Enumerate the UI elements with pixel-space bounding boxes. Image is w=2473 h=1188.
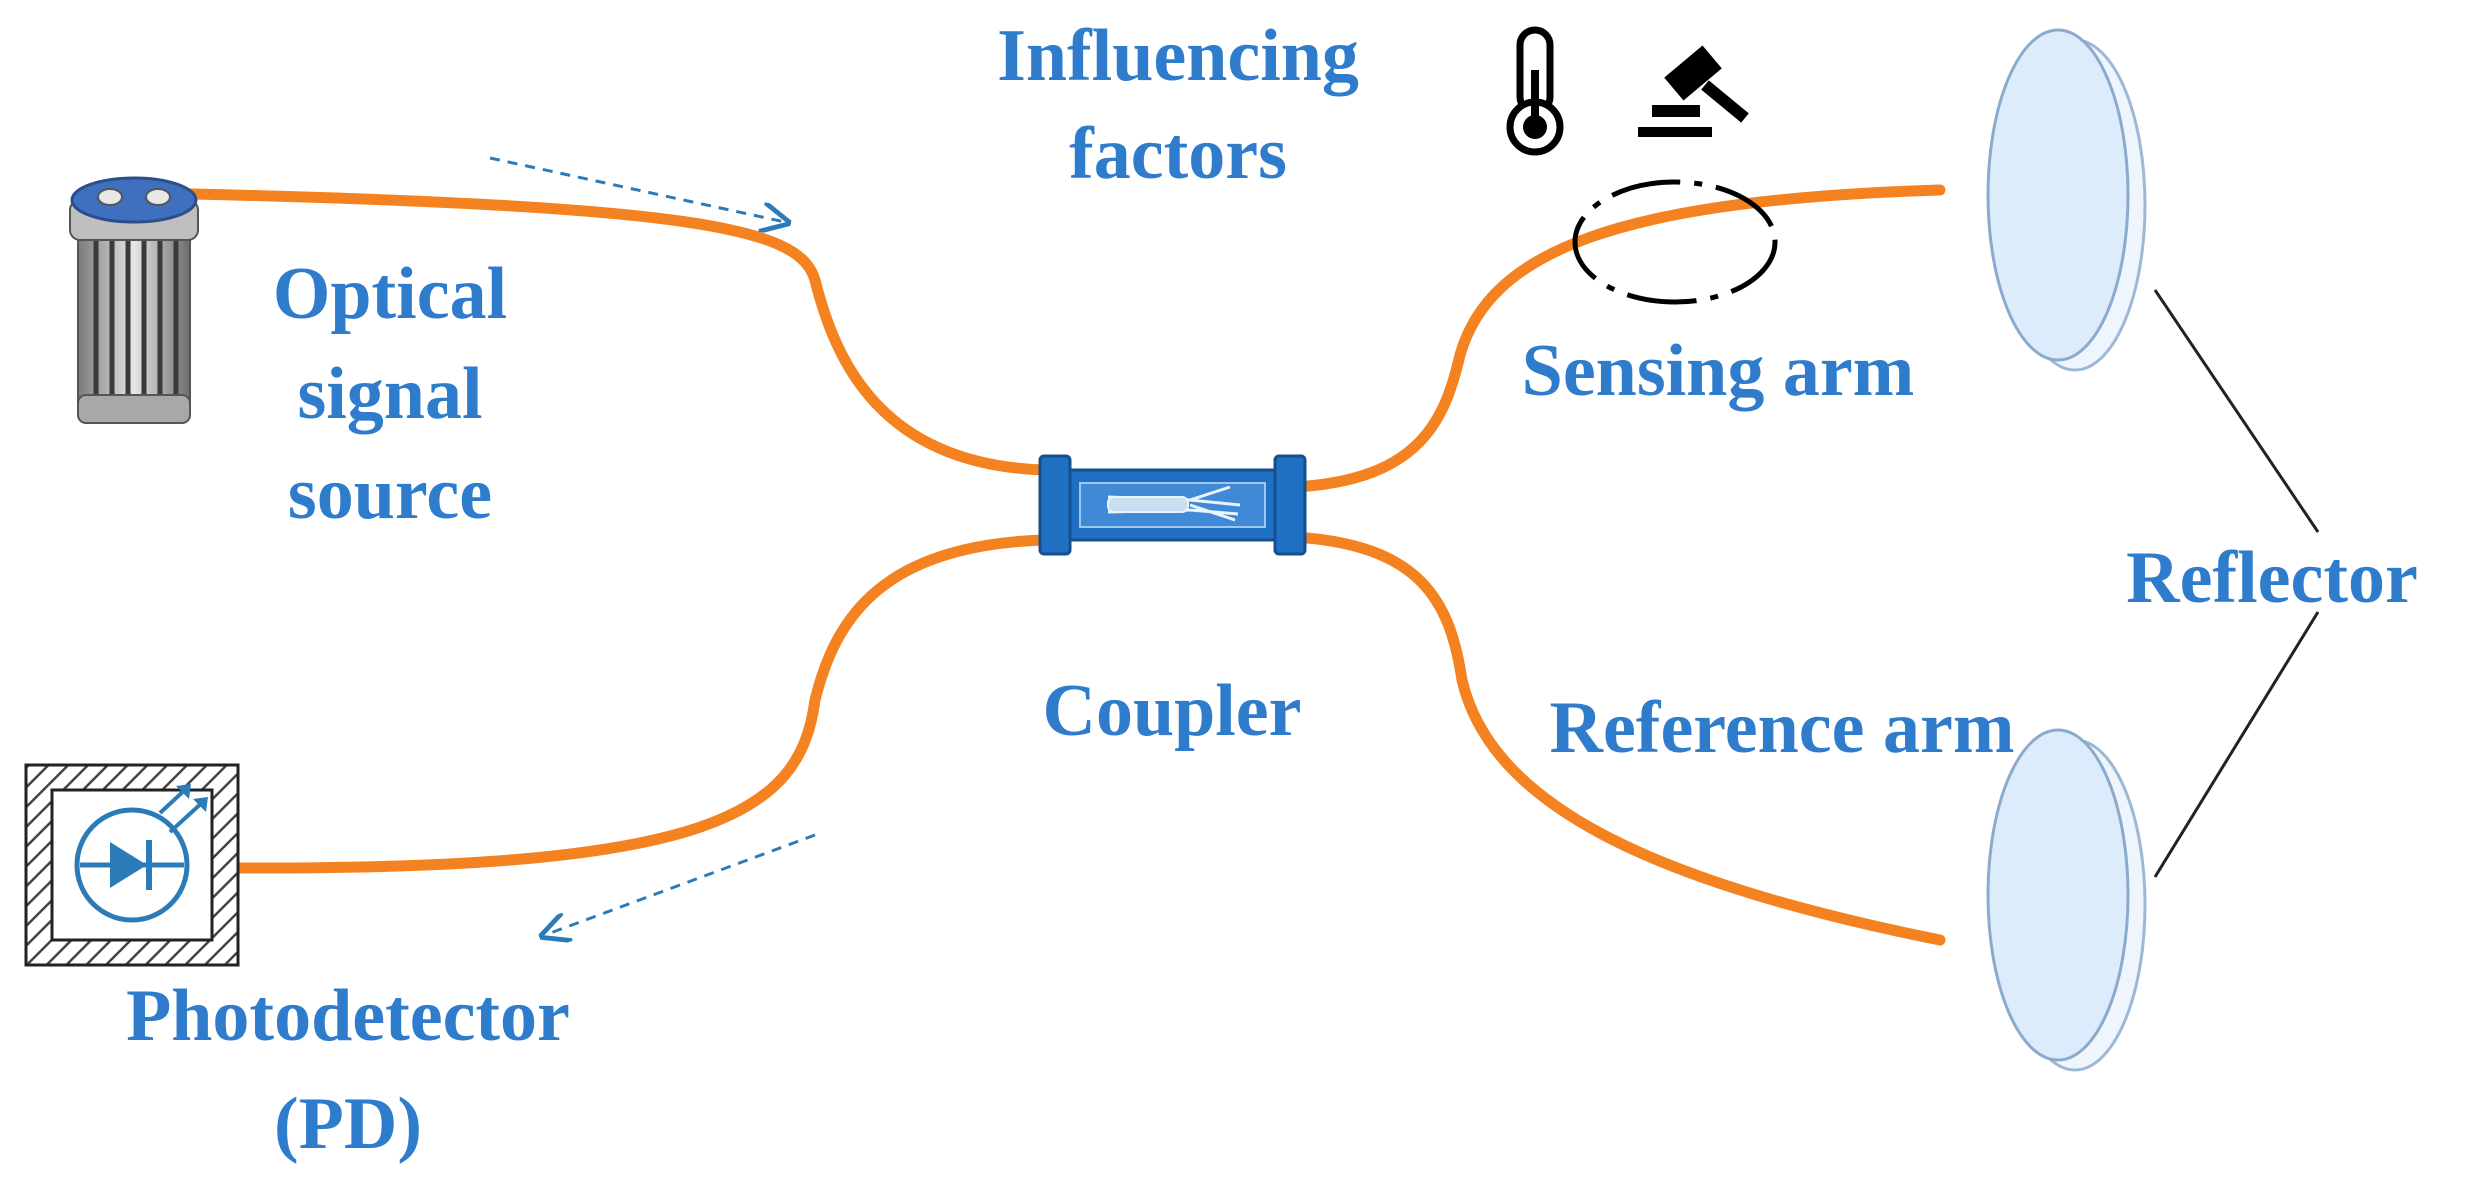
reflector-pointer-lines <box>2153 289 2320 878</box>
sensing-arm-fiber <box>1289 184 1946 493</box>
optical-source-label-line2: signal <box>297 353 482 435</box>
input-fiber <box>144 187 1051 476</box>
influencing-factors-label-line1: Influencing <box>997 15 1359 97</box>
mirror-icon <box>1986 28 2147 372</box>
thermometer-icon <box>1506 26 1564 156</box>
reference-arm-label: Reference arm <box>1550 687 2015 769</box>
mirror-icon <box>1986 728 2147 1072</box>
input-direction-arrow <box>489 156 785 222</box>
light-source-icon <box>69 176 199 424</box>
optical-source-label-line1: Optical <box>273 253 507 335</box>
reflector-label: Reflector <box>2126 537 2418 619</box>
influence-region-marker <box>1572 179 1778 305</box>
photodetector-label-line1: Photodetector <box>126 975 570 1057</box>
output-direction-arrow <box>545 833 816 935</box>
coupler-label: Coupler <box>1043 670 1302 752</box>
fiber-lines <box>144 184 1946 946</box>
photodetector-label-line2: (PD) <box>274 1083 422 1165</box>
coupler-icon <box>1038 454 1307 556</box>
detector-fiber <box>232 534 1051 874</box>
reference-arm-fiber <box>1289 531 1946 946</box>
optical-source-label-line3: source <box>288 453 492 535</box>
hammer-icon <box>1638 45 1749 137</box>
influencing-factors-label-line2: factors <box>1069 113 1287 195</box>
sensing-arm-label: Sensing arm <box>1522 330 1915 412</box>
photodiode-icon <box>24 763 240 967</box>
